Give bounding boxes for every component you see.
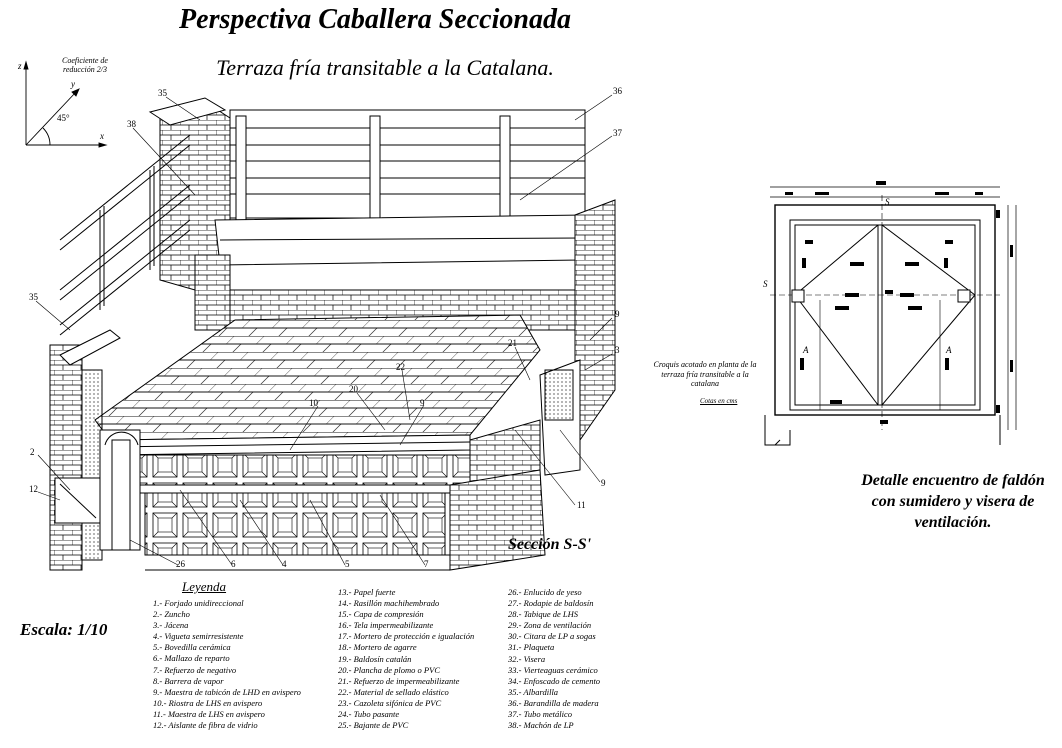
legend-item: 16.- Tela impermeabilizante bbox=[338, 620, 434, 631]
plan-detail bbox=[764, 186, 1017, 446]
legend-item: 29.- Zona de ventilación bbox=[508, 620, 592, 631]
plan-section-mark-left: S bbox=[763, 279, 768, 289]
legend-item: 38.- Machón de LP bbox=[508, 720, 574, 731]
legend-item: 21.- Refuerzo de impermeabilizante bbox=[338, 675, 460, 686]
callout-12: 12 bbox=[29, 484, 38, 494]
legend-item: 33.- Vierteaguas cerámico bbox=[508, 664, 598, 675]
back-wall bbox=[194, 109, 586, 331]
plan-units-note: Cotas en cms bbox=[700, 397, 738, 405]
callout-26: 26 bbox=[176, 559, 185, 569]
legend-item: 34.- Enfoscado de cemento bbox=[508, 675, 601, 686]
detail-title: Detalle encuentro de faldón con sumidero… bbox=[861, 472, 1045, 531]
legend-item: 30.- Citara de LP a sogas bbox=[508, 631, 596, 642]
floor-slab bbox=[129, 419, 546, 571]
callout-4: 4 bbox=[282, 559, 287, 569]
legend-item: 22.- Material de sellado elástico bbox=[338, 686, 449, 697]
legend-item: 20.- Plancha de plomo o PVC bbox=[338, 664, 440, 675]
plan-dimension-marks bbox=[785, 181, 1013, 424]
legend-column-3: 26.- Enlucido de yeso 27.- Rodapie de ba… bbox=[508, 587, 600, 731]
drawing-title: Perspectiva Caballera Seccionada bbox=[179, 4, 571, 35]
legend-item: 24.- Tubo pasante bbox=[338, 709, 400, 720]
callout-10: 10 bbox=[309, 398, 318, 408]
drawing-subtitle: Terraza fría transitable a la Catalana. bbox=[216, 55, 554, 80]
legend-item: 32.- Visera bbox=[508, 653, 546, 664]
callout-37: 37 bbox=[613, 128, 622, 138]
callout-35-left: 35 bbox=[29, 292, 38, 302]
legend-item: 1.- Forjado unidireccional bbox=[153, 598, 244, 608]
legend-item: 12.- Aislante de fibra de vidrio bbox=[153, 720, 258, 731]
legend-item: 17.- Mortero de protección e igualación bbox=[338, 631, 475, 642]
reduction-coefficient: Coeficiente de reducción 2/3 bbox=[62, 56, 108, 74]
left-facade bbox=[49, 329, 141, 571]
scale-label: Escala: 1/10 bbox=[20, 620, 108, 639]
callout-9-lower: 9 bbox=[601, 478, 606, 488]
callout-35-top: 35 bbox=[158, 88, 167, 98]
axis-z-label: z bbox=[18, 61, 22, 71]
legend-item: 23.- Cazoleta sifónica de PVC bbox=[338, 697, 442, 708]
legend-column-2: 13.- Papel fuerte 14.- Rasillón machihem… bbox=[338, 587, 474, 731]
legend-item: 15.- Capa de compresión bbox=[338, 609, 424, 620]
legend-item: 28.- Tabique de LHS bbox=[508, 609, 579, 620]
legend-item: 10.- Riostra de LHS en avispero bbox=[153, 697, 263, 708]
legend-item: 26.- Enlucido de yeso bbox=[508, 587, 582, 597]
callout-5: 5 bbox=[345, 559, 350, 569]
legend-item: 27.- Rodapie de baldosín bbox=[508, 598, 594, 609]
legend-item: 2.- Zuncho bbox=[153, 609, 190, 620]
legend-column-1: 1.- Forjado unidireccional 2.- Zuncho 3.… bbox=[153, 598, 301, 731]
callout-11: 11 bbox=[577, 500, 586, 510]
callout-21: 21 bbox=[508, 338, 517, 348]
legend-item: 7.- Refuerzo de negativo bbox=[153, 664, 237, 675]
callout-2: 2 bbox=[30, 447, 35, 457]
legend-item: 11.- Maestra de LHS en avispero bbox=[153, 708, 265, 719]
right-wall bbox=[539, 199, 616, 476]
axis-x-label: x bbox=[100, 131, 104, 141]
legend-item: 9.- Maestra de tabicón de LHD en avisper… bbox=[153, 686, 301, 697]
legend-item: 6.- Mallazo de reparto bbox=[153, 653, 230, 664]
legend-title: Leyenda bbox=[182, 579, 227, 594]
callout-22: 22 bbox=[396, 362, 405, 372]
plan-slope-mark-left: A bbox=[803, 345, 809, 355]
axis-angle-label: 45° bbox=[57, 113, 70, 123]
callout-7: 7 bbox=[424, 559, 429, 569]
callout-3: 3 bbox=[615, 345, 620, 355]
section-label: Sección S-S' bbox=[508, 536, 592, 553]
plan-caption: Croquis acotado en planta de la terraza … bbox=[653, 360, 757, 388]
plan-slope-mark-right: A bbox=[946, 345, 952, 355]
legend-item: 13.- Papel fuerte bbox=[338, 587, 396, 597]
legend-item: 37.- Tubo metálico bbox=[508, 709, 572, 720]
axis-y-label: y bbox=[71, 79, 75, 89]
legend-item: 25.- Bajante de PVC bbox=[338, 720, 409, 731]
legend-item: 35.- Albardilla bbox=[508, 686, 559, 697]
legend-item: 18.- Mortero de agarre bbox=[338, 642, 417, 653]
legend-item: 3.- Jácena bbox=[153, 620, 189, 631]
callout-36: 36 bbox=[613, 86, 622, 96]
legend-item: 8.- Barrera de vapor bbox=[153, 675, 224, 686]
tiled-floor bbox=[94, 314, 541, 456]
legend-item: 4.- Vigueta semirresistente bbox=[153, 631, 244, 642]
callout-leaders bbox=[35, 94, 613, 566]
legend-item: 31.- Plaqueta bbox=[508, 642, 555, 653]
legend-item: 14.- Rasillón machihembrado bbox=[338, 598, 440, 609]
legend-item: 5.- Bovedilla cerámica bbox=[153, 642, 231, 653]
callout-9-right: 9 bbox=[615, 309, 620, 319]
plan-section-mark-top: S bbox=[885, 197, 890, 207]
callout-6: 6 bbox=[231, 559, 236, 569]
legend-item: 36.- Barandilla de madera bbox=[508, 697, 599, 708]
callout-9-center: 9 bbox=[420, 398, 425, 408]
axis-system bbox=[23, 60, 108, 148]
callout-38: 38 bbox=[127, 119, 136, 129]
legend-item: 19.- Baldosín catalán bbox=[338, 653, 412, 664]
callout-20: 20 bbox=[349, 384, 358, 394]
